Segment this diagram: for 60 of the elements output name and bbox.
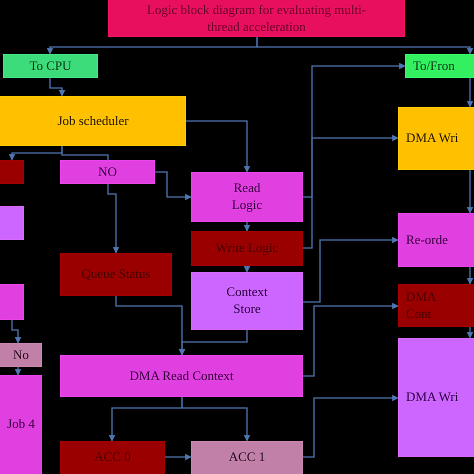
process-box xyxy=(0,96,186,146)
process-box xyxy=(108,0,405,37)
process-box xyxy=(398,213,474,267)
box-label: Read Logic xyxy=(230,180,264,214)
connector-arrow xyxy=(115,296,186,356)
connector-arrow xyxy=(165,454,192,460)
box-label: DMA Read Context xyxy=(130,368,234,384)
empty-box xyxy=(0,206,24,240)
box-label: ACC 0 xyxy=(94,449,131,466)
empty-box xyxy=(0,284,24,320)
process-box xyxy=(60,441,165,474)
process-box xyxy=(191,441,303,474)
process-box xyxy=(398,107,474,170)
box-label: To CPU xyxy=(29,58,72,74)
process-box xyxy=(191,172,303,222)
box-label: No xyxy=(13,346,29,364)
process-box xyxy=(398,284,474,327)
connector-arrow xyxy=(303,62,406,198)
process-box xyxy=(3,54,98,78)
connector-arrow xyxy=(256,37,474,55)
connector-arrow xyxy=(303,134,399,249)
connector-arrow xyxy=(466,78,474,108)
empty-box xyxy=(0,160,24,184)
box-label: Job 4 xyxy=(7,416,35,433)
box-label: Re-orde xyxy=(406,232,448,248)
connector-arrow xyxy=(244,222,250,232)
connector-arrow xyxy=(107,184,120,254)
connector-arrow xyxy=(466,267,474,285)
connector-arrow xyxy=(466,170,474,214)
box-label: Write Logic xyxy=(216,240,278,257)
box-label: Context Store xyxy=(225,284,269,318)
connector-arrow xyxy=(155,171,192,200)
box-label: DMA Wri xyxy=(406,130,458,147)
process-box xyxy=(191,231,303,266)
process-box xyxy=(398,338,474,457)
box-label: DMA Cont xyxy=(406,288,438,322)
process-box xyxy=(60,253,172,296)
process-box xyxy=(60,160,155,184)
connector-arrow xyxy=(303,394,399,458)
process-box xyxy=(0,375,42,474)
connector-arrow xyxy=(181,397,250,442)
connector-arrow xyxy=(303,236,399,303)
box-label: ACC 1 xyxy=(228,449,266,466)
connector-arrow xyxy=(466,327,474,339)
box-label: NO xyxy=(98,164,117,180)
connector-arrow xyxy=(14,367,22,376)
connector-arrow xyxy=(186,120,250,173)
box-label: DMA Wri xyxy=(406,389,458,406)
connector-arrow xyxy=(303,302,399,377)
process-box xyxy=(405,54,474,78)
connector-arrow xyxy=(11,320,22,344)
process-box xyxy=(191,272,303,330)
box-label: Logic block diagram for evaluating multi-thread acceleration xyxy=(146,2,368,36)
connector-arrow xyxy=(49,78,66,97)
box-label: Queue Status xyxy=(82,266,150,283)
process-box xyxy=(0,343,42,367)
box-label: To/Fron xyxy=(413,58,455,74)
connector-arrow xyxy=(244,266,250,273)
process-box xyxy=(60,355,303,397)
box-label: Job scheduler xyxy=(57,112,129,130)
